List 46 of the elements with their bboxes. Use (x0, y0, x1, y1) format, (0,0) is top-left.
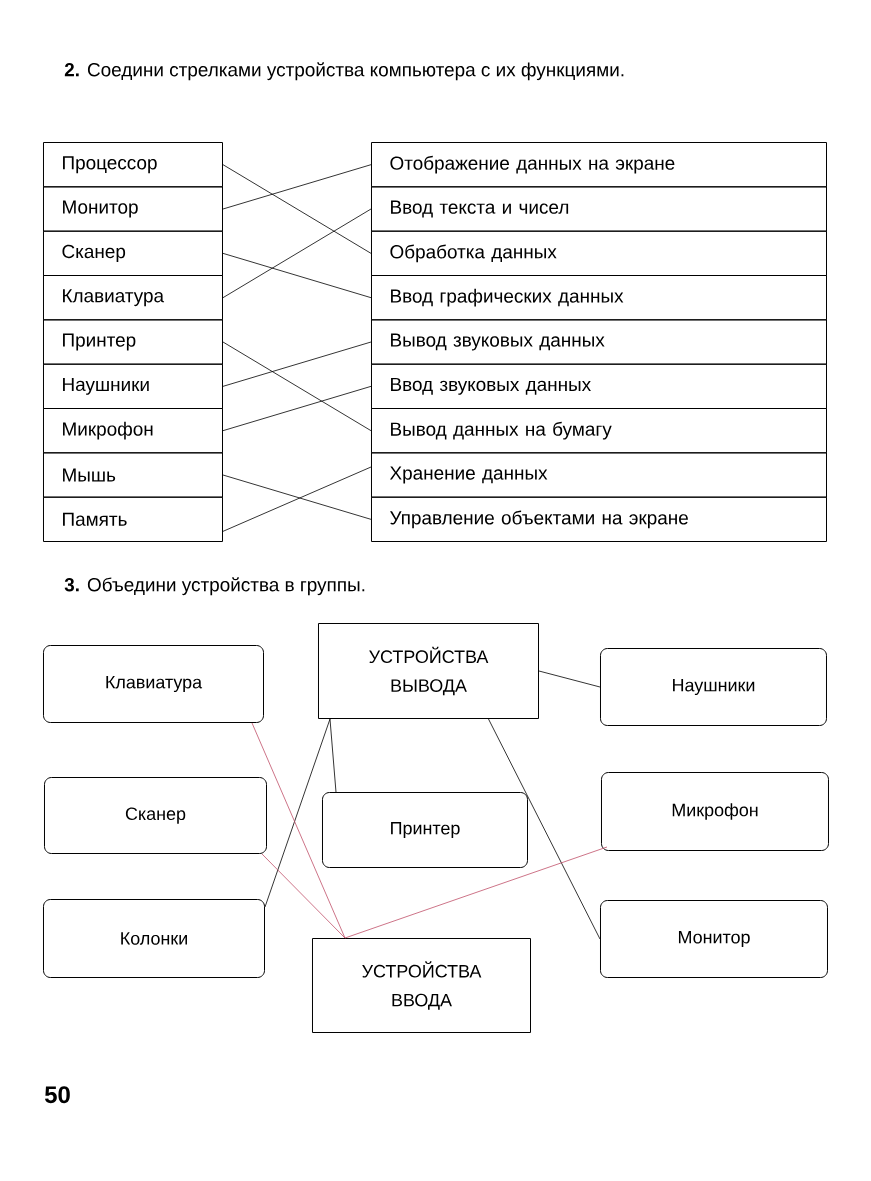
table-cell: Мышь (43, 452, 223, 498)
connector-line (222, 341, 372, 387)
connector-line (222, 252, 372, 299)
connector-line (222, 341, 372, 432)
page-number: 50 (44, 1086, 70, 1104)
device-box: Принтер (322, 792, 528, 868)
connector-line (344, 846, 608, 939)
connector-line (222, 385, 372, 432)
table-cell: Управление объектами на экране (371, 496, 827, 542)
task-text: 2. Соедини стрелками устройства компьютера с их функциями. (64, 62, 624, 81)
table-cell: Сканер (43, 230, 223, 276)
connector-line (222, 164, 372, 254)
device-box: Микрофон (601, 772, 829, 851)
table-cell: Вывод данных на бумагу (371, 408, 827, 454)
device-box: Колонки (43, 899, 265, 978)
table-cell: Клавиатура (43, 275, 223, 321)
connector-line (222, 466, 372, 532)
table-cell: Вывод звуковых данных (371, 319, 827, 365)
table-cell: Обработка данных (371, 230, 827, 276)
task-text: 3. Объедини устройства в группы. (64, 577, 365, 596)
table-cell: Отображение данных на экране (371, 142, 827, 188)
device-box: Наушники (600, 648, 827, 726)
table-cell: Монитор (43, 186, 223, 232)
group-box: УСТРОЙСТВА ВВОДА (312, 938, 531, 1033)
connector-line (329, 718, 337, 793)
connector-line (264, 718, 331, 908)
table-cell: Принтер (43, 319, 223, 365)
connector-line (261, 853, 346, 939)
table-cell: Хранение данных (371, 452, 827, 498)
connector-line (251, 722, 346, 939)
group-box: УСТРОЙСТВА ВЫВОДА (318, 623, 539, 719)
device-box: Клавиатура (43, 645, 264, 723)
device-box: Монитор (600, 900, 828, 978)
table-cell: Наушники (43, 363, 223, 409)
connector-line (488, 718, 601, 940)
device-box: Сканер (44, 777, 267, 854)
table-cell: Ввод текста и чисел (371, 186, 827, 232)
table-cell: Ввод звуковых данных (371, 363, 827, 409)
connector-line (222, 164, 372, 210)
connector-line (222, 208, 372, 299)
connector-line (222, 474, 372, 520)
table-cell: Микрофон (43, 408, 223, 454)
connector-line (538, 670, 601, 688)
table-cell: Память (43, 496, 223, 542)
table-cell: Процессор (43, 142, 223, 188)
table-cell: Ввод графических данных (371, 275, 827, 321)
